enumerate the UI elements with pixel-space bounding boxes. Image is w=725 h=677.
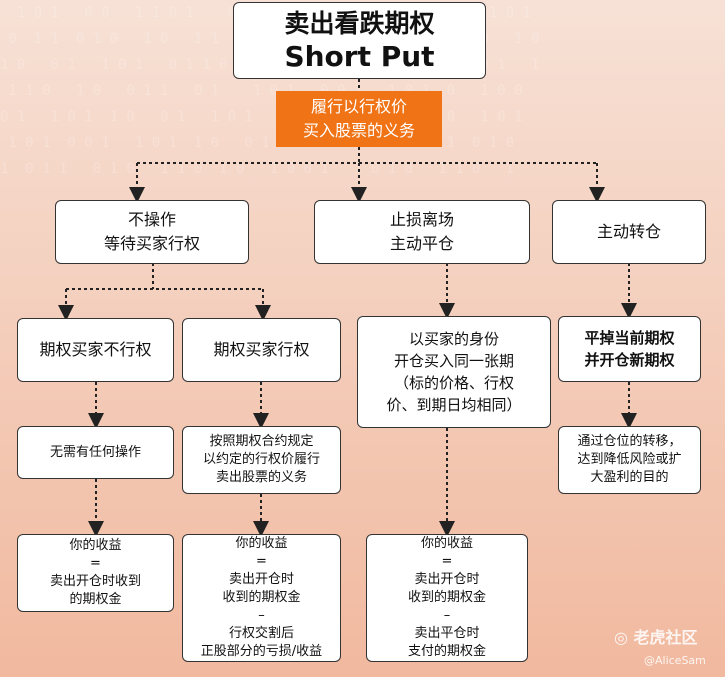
income3-line3: 卖出开仓时 [414,572,480,587]
no-action-line2: 等待买家行权 [103,234,200,253]
no-operation-box: 无需有任何操作 [17,426,174,479]
title-box: 卖出看跌期权 Short Put [233,2,486,79]
roll-purpose-box: 通过仓位的转移， 达到降低风险或扩 大盈利的目的 [558,426,701,494]
income3-line1: 你的收益 [420,536,473,551]
income2-line3: 卖出开仓时 [228,572,294,587]
roll-action-line1: 平掉当前期权 [584,329,675,347]
obligation-line1: 履行以行权价 [310,97,407,116]
roll-purpose-line1: 通过仓位的转移， [577,434,682,449]
income3-line2: = [441,554,453,569]
stop-loss-line1: 止损离场 [389,210,454,229]
income2-line5: – [258,608,265,623]
income3-line5: – [443,608,451,623]
no-action-line1: 不操作 [127,210,176,229]
title-en: Short Put [284,39,435,73]
exercise-obligation-line1: 按照期权合约规定 [209,434,314,449]
income2-line6: 行权交割后 [228,626,294,641]
income1-line4: 的期权金 [69,592,122,607]
option-no-action: 不操作 等待买家行权 [55,200,249,264]
buyer-not-exercise-box: 期权买家不行权 [17,318,174,382]
roll-action-box: 平掉当前期权 并开仓新期权 [558,316,701,382]
exercise-obligation-line3: 卖出股票的义务 [215,470,307,485]
option-roll-over: 主动转仓 [552,200,706,264]
buy-to-close-line3: （标的价格、行权 [393,374,514,392]
income3-line7: 支付的期权金 [407,644,486,659]
buy-to-close-box: 以买家的身份 开仓买入同一张期 （标的价格、行权 价、到期日均相同） [357,316,551,428]
income2-line4: 收到的期权金 [222,590,301,605]
watermark-brand: ◎ 老虎社区 [614,624,698,648]
roll-purpose-line3: 大盈利的目的 [590,470,669,485]
obligation-box: 履行以行权价 买入股票的义务 [276,91,442,147]
income-closed-box: 你的收益 = 卖出开仓时 收到的期权金 – 卖出平仓时 支付的期权金 [366,534,528,662]
exercise-obligation-line2: 以约定的行权价履行 [202,452,320,467]
title-zh: 卖出看跌期权 [284,8,435,38]
buyer-exercise-box: 期权买家行权 [182,318,341,382]
income2-line2: = [256,554,267,569]
watermark-user: @AliceSam [644,654,706,667]
buy-to-close-line2: 开仓买入同一张期 [393,352,514,370]
income-exercised-box: 你的收益 = 卖出开仓时 收到的期权金 – 行权交割后 正股部分的亏损/收益 [182,534,341,662]
roll-purpose-line2: 达到降低风险或扩 [577,452,682,467]
buy-to-close-line4: 价、到期日均相同） [386,396,522,414]
stop-loss-line2: 主动平仓 [389,234,454,253]
income1-line2: = [90,556,101,571]
exercise-obligation-box: 按照期权合约规定 以约定的行权价履行 卖出股票的义务 [182,426,341,494]
obligation-line2: 买入股票的义务 [302,121,415,140]
buyer-not-exercise-label: 期权买家不行权 [39,340,152,359]
income3-line4: 收到的期权金 [407,590,486,605]
income2-line7: 正股部分的亏损/收益 [200,644,323,659]
roll-action-line2: 并开仓新期权 [584,351,675,369]
watermark-brand-text: 老虎社区 [633,628,698,647]
option-stop-loss: 止损离场 主动平仓 [314,200,530,264]
no-operation-label: 无需有任何操作 [49,444,141,460]
income3-line6: 卖出平仓时 [414,626,480,641]
roll-over-line1: 主动转仓 [596,222,661,241]
income-not-exercised-box: 你的收益 = 卖出开仓时收到 的期权金 [17,534,174,612]
income1-line1: 你的收益 [69,538,122,553]
income1-line3: 卖出开仓时收到 [49,574,141,589]
buyer-exercise-label: 期权买家行权 [213,340,310,359]
buy-to-close-line1: 以买家的身份 [408,330,499,348]
income2-line1: 你的收益 [235,536,288,551]
tiger-logo-icon: ◎ [614,628,628,647]
